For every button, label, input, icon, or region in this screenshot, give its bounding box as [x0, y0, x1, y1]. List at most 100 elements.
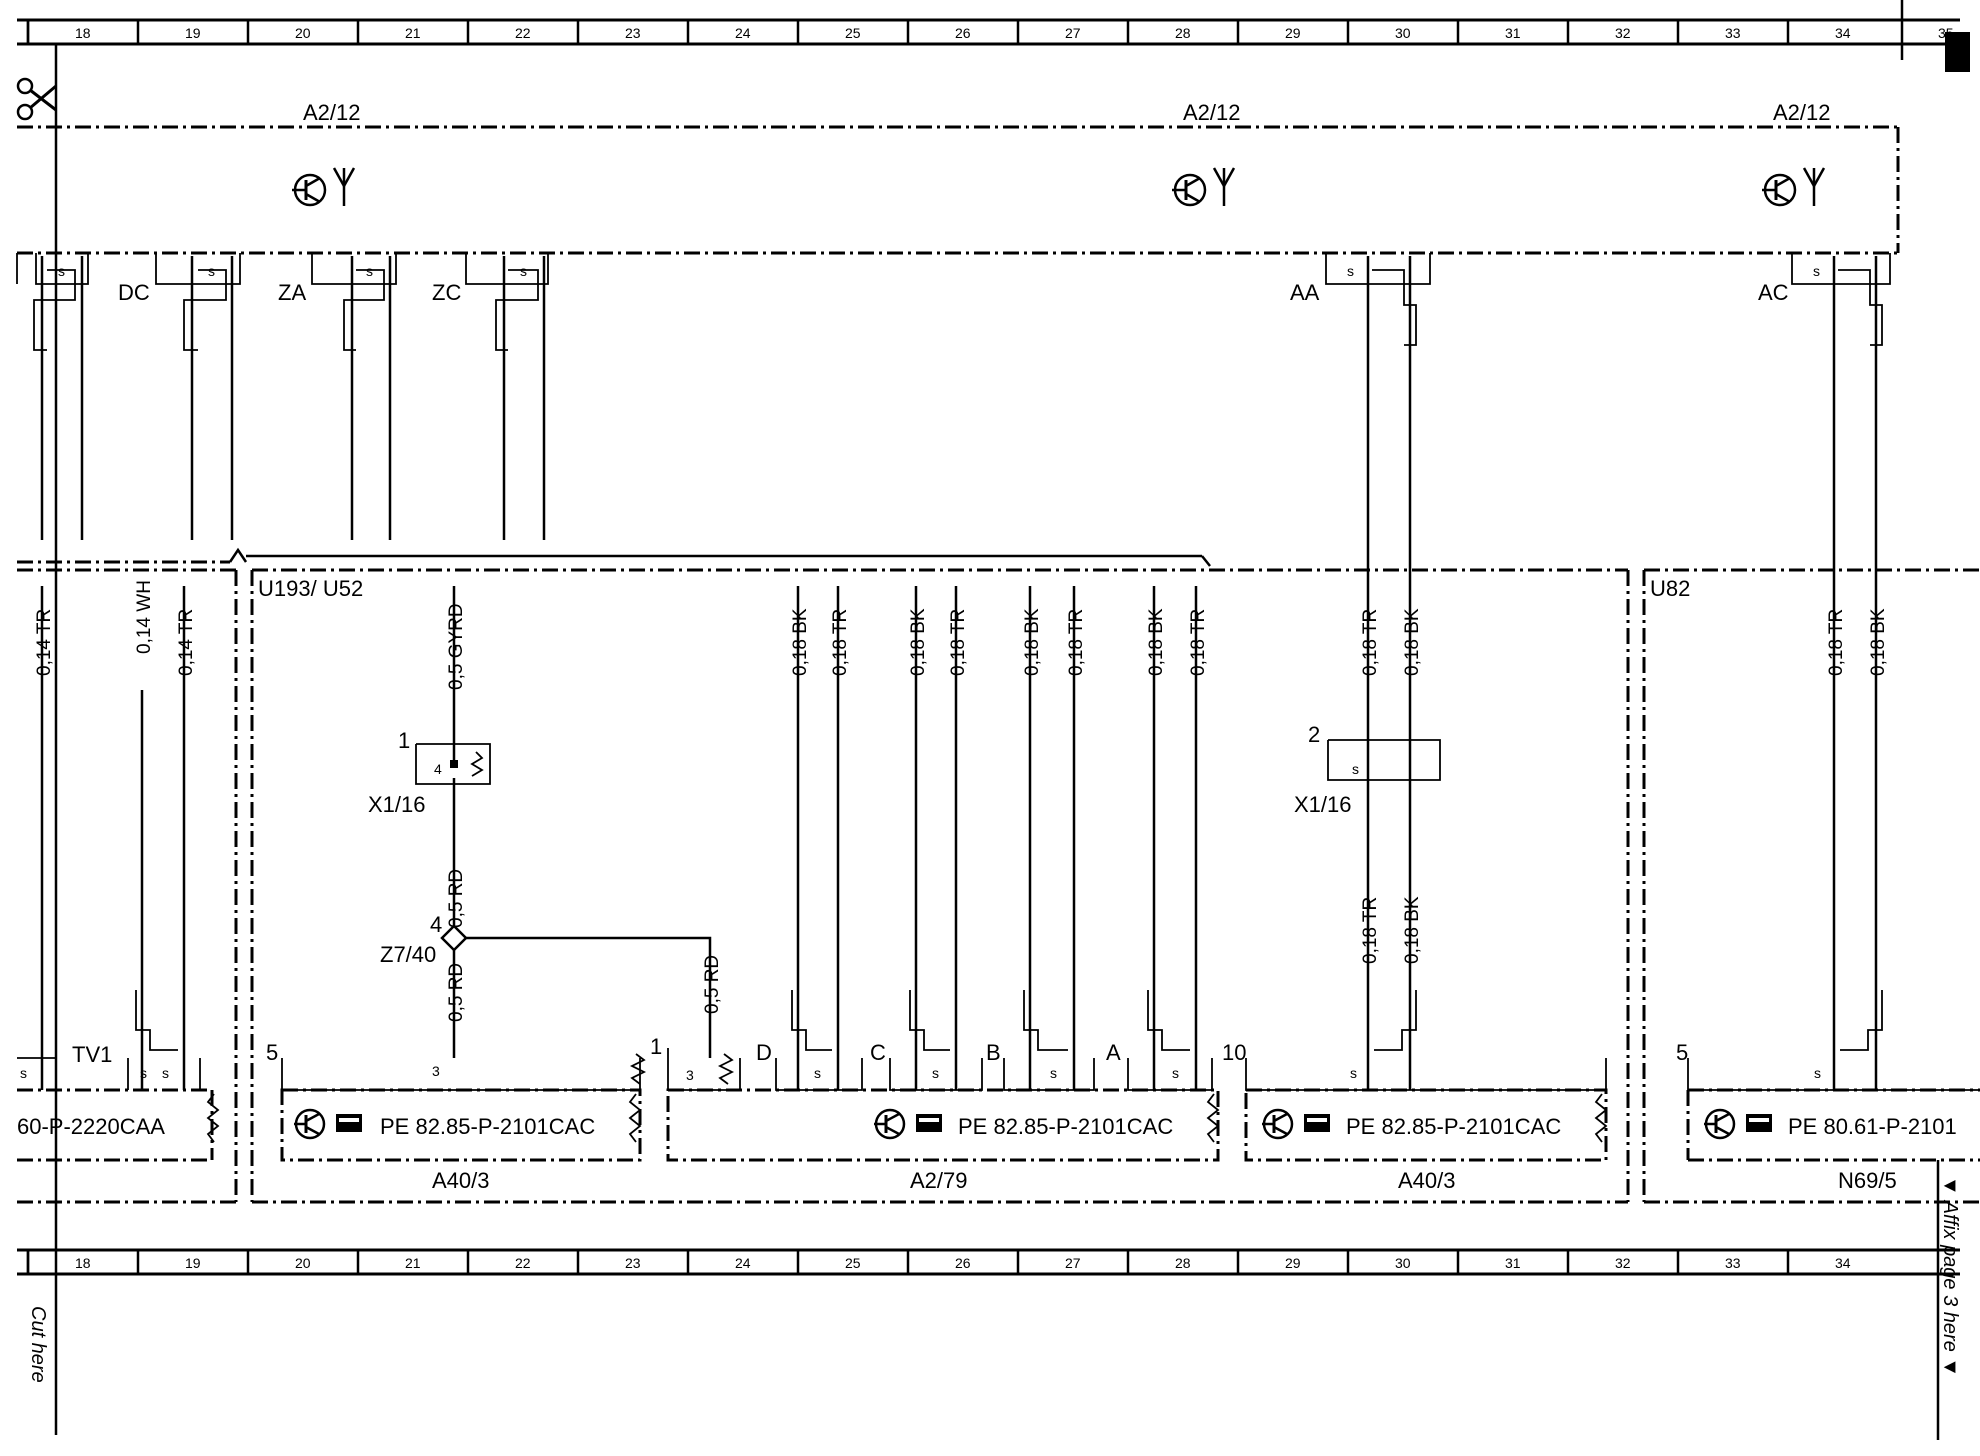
svg-text:s: s [814, 1065, 821, 1081]
group-label-u193-u52: U193/ U52 [258, 576, 363, 601]
connector-label-aa: AA [1290, 280, 1320, 305]
connector-label-za: ZA [278, 280, 306, 305]
wire-label: 0,18 BK [1022, 608, 1043, 676]
transistor-icon-m4 [1704, 1108, 1736, 1140]
svg-text:s: s [208, 263, 215, 279]
wire-label: 0,5 RD [446, 869, 467, 928]
splice-z7-40: 4 Z7/40 [380, 912, 468, 967]
transistor-icon-m3 [1262, 1108, 1294, 1140]
grid-number-bottom: 30 [1395, 1255, 1411, 1271]
svg-text:s: s [1172, 1065, 1179, 1081]
wire-label: 0,18 TR [1188, 609, 1209, 676]
grid-number-bottom: 25 [845, 1255, 861, 1271]
grid-number-bottom: 27 [1065, 1255, 1081, 1271]
pointing-hand-icon-m2 [916, 1114, 942, 1132]
grid-number-top: 21 [405, 25, 421, 41]
affix-page-text: ▼ Affix page 3 here ▼ [1939, 1176, 1961, 1377]
grid-number-top: 24 [735, 25, 751, 41]
wire-label: 0,18 BK [1868, 608, 1889, 676]
wire-label: 0,18 TR [1360, 897, 1381, 964]
lower-twist-bends [135, 990, 1883, 1051]
grid-number-top: 32 [1615, 25, 1631, 41]
svg-text:s: s [1347, 263, 1354, 279]
grid-number-top: 30 [1395, 25, 1411, 41]
connector-x1-16-right: 2 s X1/16 [1294, 722, 1441, 817]
svg-text:4: 4 [434, 761, 442, 777]
wire-label: 0,18 TR [830, 609, 851, 676]
scissors-icon [16, 77, 57, 121]
module-ref-m1: PE 82.85-P-2101CAC [380, 1114, 595, 1139]
pin-letter-b: B [986, 1040, 1001, 1065]
module-ref-m2: PE 82.85-P-2101CAC [958, 1114, 1173, 1139]
top-s-markers: s s s s s s [58, 263, 1820, 279]
wire-label: 0,18 BK [790, 608, 811, 676]
grid-number-bottom: 21 [405, 1255, 421, 1271]
connector-label-dc: DC [118, 280, 150, 305]
wire-label: 0,14 TR [34, 609, 55, 676]
middle-wires [40, 586, 1198, 1090]
grid-number-top: 23 [625, 25, 641, 41]
grid-number-bottom: 22 [515, 1255, 531, 1271]
wire-label: 0,18 BK [1402, 608, 1423, 676]
grid-number-top: 33 [1725, 25, 1741, 41]
pin-number-3b: 3 [686, 1067, 694, 1083]
pin-letter-d: D [756, 1040, 772, 1065]
top-grid: 35 [17, 0, 1970, 72]
svg-text:s: s [58, 263, 65, 279]
grid-number-top: 18 [75, 25, 91, 41]
module-ref-tv1: 60-P-2220CAA [17, 1114, 165, 1139]
connector-label-x1-16-right: X1/16 [1294, 792, 1352, 817]
wire-label: 0,18 TR [1360, 609, 1381, 676]
resistor-symbols [206, 1053, 1608, 1143]
wire-labels: 0,14 TR 0,14 WH 0,14 TR 0,5 GYRD 0,18 BK… [34, 580, 1889, 1022]
transistor-antenna-icon-1 [292, 167, 356, 207]
pin-letter-a: A [1106, 1040, 1121, 1065]
group-label-u82: U82 [1650, 576, 1690, 601]
grid-number-top: 28 [1175, 25, 1191, 41]
module-ref-m4: PE 80.61-P-2101 [1788, 1114, 1957, 1139]
group-box-left [17, 568, 238, 1204]
svg-text:s: s [1814, 1065, 1821, 1081]
cut-here-text: Cut here [27, 1306, 49, 1383]
svg-text:s: s [1050, 1065, 1057, 1081]
wire-label: 0,14 TR [176, 609, 197, 676]
svg-text:s: s [1352, 761, 1359, 777]
pin-label-10: 10 [1222, 1040, 1246, 1065]
top-module-box [17, 125, 1900, 255]
transistor-antenna-icon-2 [1172, 167, 1236, 207]
grid-number-top: 26 [955, 25, 971, 41]
grid-number-top: 31 [1505, 25, 1521, 41]
grid-number-bottom: 26 [955, 1255, 971, 1271]
top-wire-runs [33, 256, 1883, 1090]
grid-number-bottom: 24 [735, 1255, 751, 1271]
grid-number-bottom: 18 [75, 1255, 91, 1271]
svg-text:s: s [932, 1065, 939, 1081]
grid-number-bottom: 20 [295, 1255, 311, 1271]
svg-text:s: s [162, 1065, 169, 1081]
grid-number-bottom: 23 [625, 1255, 641, 1271]
pointing-hand-icon-m4 [1746, 1114, 1772, 1132]
svg-text:s: s [1350, 1065, 1357, 1081]
svg-text:2: 2 [1308, 722, 1320, 747]
pin-number-3a: 3 [432, 1063, 440, 1079]
wire-label: 0,18 BK [908, 608, 929, 676]
grid-number-bottom: 19 [185, 1255, 201, 1271]
grid-number-top: 29 [1285, 25, 1301, 41]
wire-label: 0,5 RD [446, 963, 467, 1022]
svg-text:s: s [140, 1065, 147, 1081]
connector-x1-16-left: 1 4 X1/16 [368, 728, 491, 817]
pin-letter-c: C [870, 1040, 886, 1065]
grid-number-top: 22 [515, 25, 531, 41]
connector-label-ac: AC [1758, 280, 1789, 305]
module-name-n69-5: N69/5 [1838, 1168, 1897, 1193]
grid-number-top: 25 [845, 25, 861, 41]
top-connector-housings [16, 253, 1891, 285]
pin-label-1: 1 [650, 1034, 662, 1059]
module-ref-m3: PE 82.85-P-2101CAC [1346, 1114, 1561, 1139]
module-label-a2-12-2: A2/12 [1183, 100, 1241, 125]
svg-text:s: s [20, 1065, 27, 1081]
wire-label: 0,18 TR [948, 609, 969, 676]
grid-number-bottom: 34 [1835, 1255, 1851, 1271]
svg-text:1: 1 [398, 728, 410, 753]
